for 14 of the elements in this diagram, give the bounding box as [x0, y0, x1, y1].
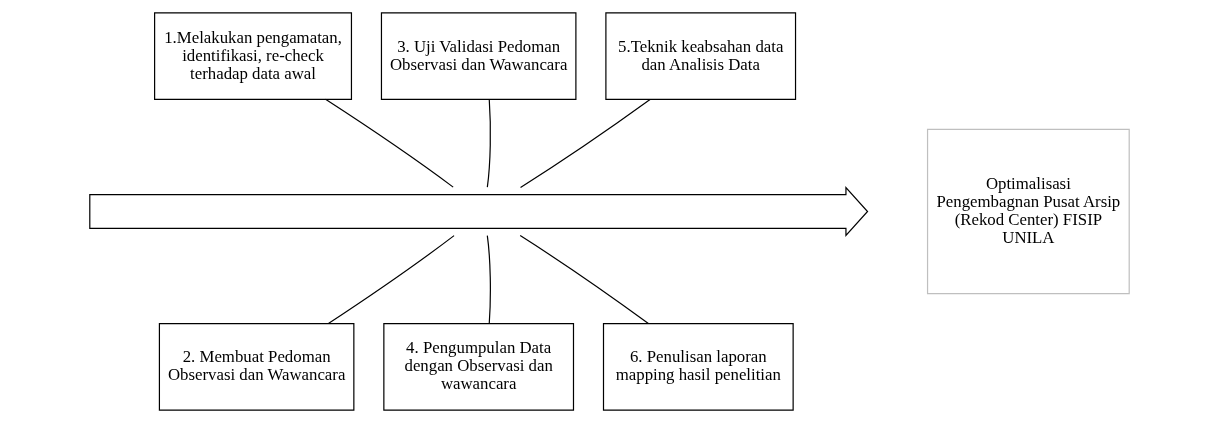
node-box: Optimalisasi Pengembagnan Pusat Arsip (Rekod Center) FISIP UNILA: [926, 128, 1130, 295]
node-box: 1.Melakukan pengamatan, identifikasi, re-check terhadap data awal: [153, 12, 352, 100]
node-box: 6. Penulisan laporan mapping hasil penelitian: [602, 323, 794, 411]
node-box: 5.Teknik keabsahan data dan Analisis Data: [604, 12, 796, 100]
node-arrow: [88, 185, 868, 238]
node-box: 2. Membuat Pedoman Observasi dan Wawancara: [158, 323, 354, 411]
connector: [324, 98, 454, 188]
node-box: 3. Uji Validasi Pedoman Observasi dan Wawancara: [380, 12, 576, 100]
node-box: 4. Pengumpulan Data dengan Observasi dan wawancara: [382, 323, 574, 411]
connector: [519, 98, 651, 188]
connector: [486, 235, 491, 325]
connector: [327, 235, 455, 325]
connector: [486, 98, 491, 188]
connector: [519, 235, 649, 325]
